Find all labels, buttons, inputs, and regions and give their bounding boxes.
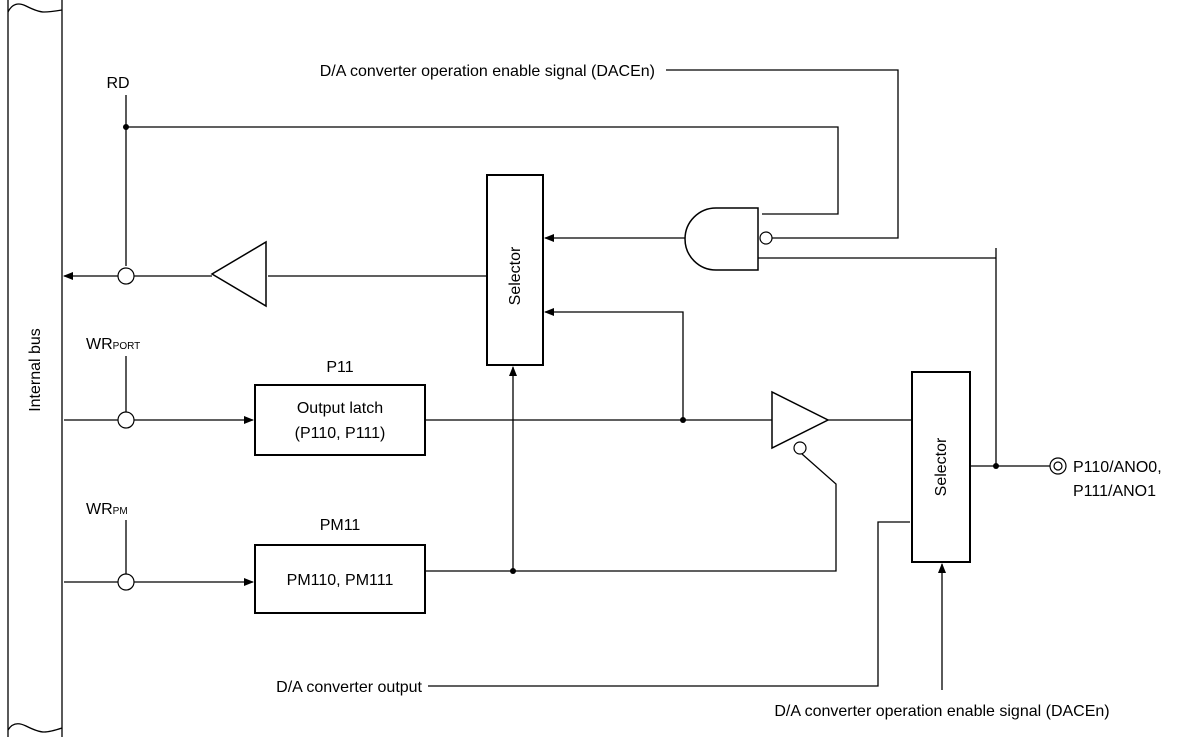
wr-port-label: WRPORT	[86, 336, 140, 353]
rd-label: RD	[106, 75, 129, 92]
lower-selector-label: Selector	[933, 437, 950, 496]
read-buffer	[210, 240, 267, 308]
p11-title: P11	[326, 359, 353, 376]
output-latch	[254, 384, 426, 456]
dacen-bottom-label: D/A converter operation enable signal (D…	[774, 703, 1109, 720]
pin-label-1: P110/ANO0,	[1073, 459, 1162, 476]
wr-port-path: WRPORT P11 Output latch (P110, P111)	[64, 308, 772, 456]
wr-port-tap-circle	[117, 411, 135, 429]
output-buffer	[425, 390, 912, 572]
wr-pm-path: WRPM PM11 PM110, PM111	[64, 366, 517, 614]
pin-inner-circle	[1053, 461, 1063, 471]
output-latch-label-1: Output latch	[297, 400, 383, 417]
read-path: RD	[63, 75, 839, 308]
and-gate	[544, 69, 997, 466]
rd-tap-circle	[117, 267, 135, 285]
upper-selector: Selector	[486, 174, 544, 366]
internal-bus-label: Internal bus	[27, 328, 44, 412]
wr-pm-tap-circle	[117, 573, 135, 591]
output-pin: P110/ANO0, P111/ANO1	[1049, 457, 1162, 500]
da-output-path: D/A converter output	[276, 521, 910, 696]
pm11-content: PM110, PM111	[287, 572, 394, 589]
and-inverter-bubble	[759, 231, 773, 245]
output-latch-label-2: (P110, P111)	[295, 425, 386, 442]
da-output-label: D/A converter output	[276, 679, 422, 696]
pin-junction-dot	[993, 463, 999, 469]
pm11-register	[254, 544, 426, 614]
lower-selector: Selector	[911, 371, 1050, 690]
internal-bus: Internal bus	[7, 0, 63, 737]
pin-label-2: P111/ANO1	[1073, 483, 1156, 500]
upper-selector-label: Selector	[507, 246, 524, 305]
wr-pm-label: WRPM	[86, 501, 128, 518]
output-buffer-enable-bubble	[793, 441, 807, 455]
pm11-title: PM11	[320, 517, 361, 534]
dacen-top-label: D/A converter operation enable signal (D…	[320, 63, 655, 80]
